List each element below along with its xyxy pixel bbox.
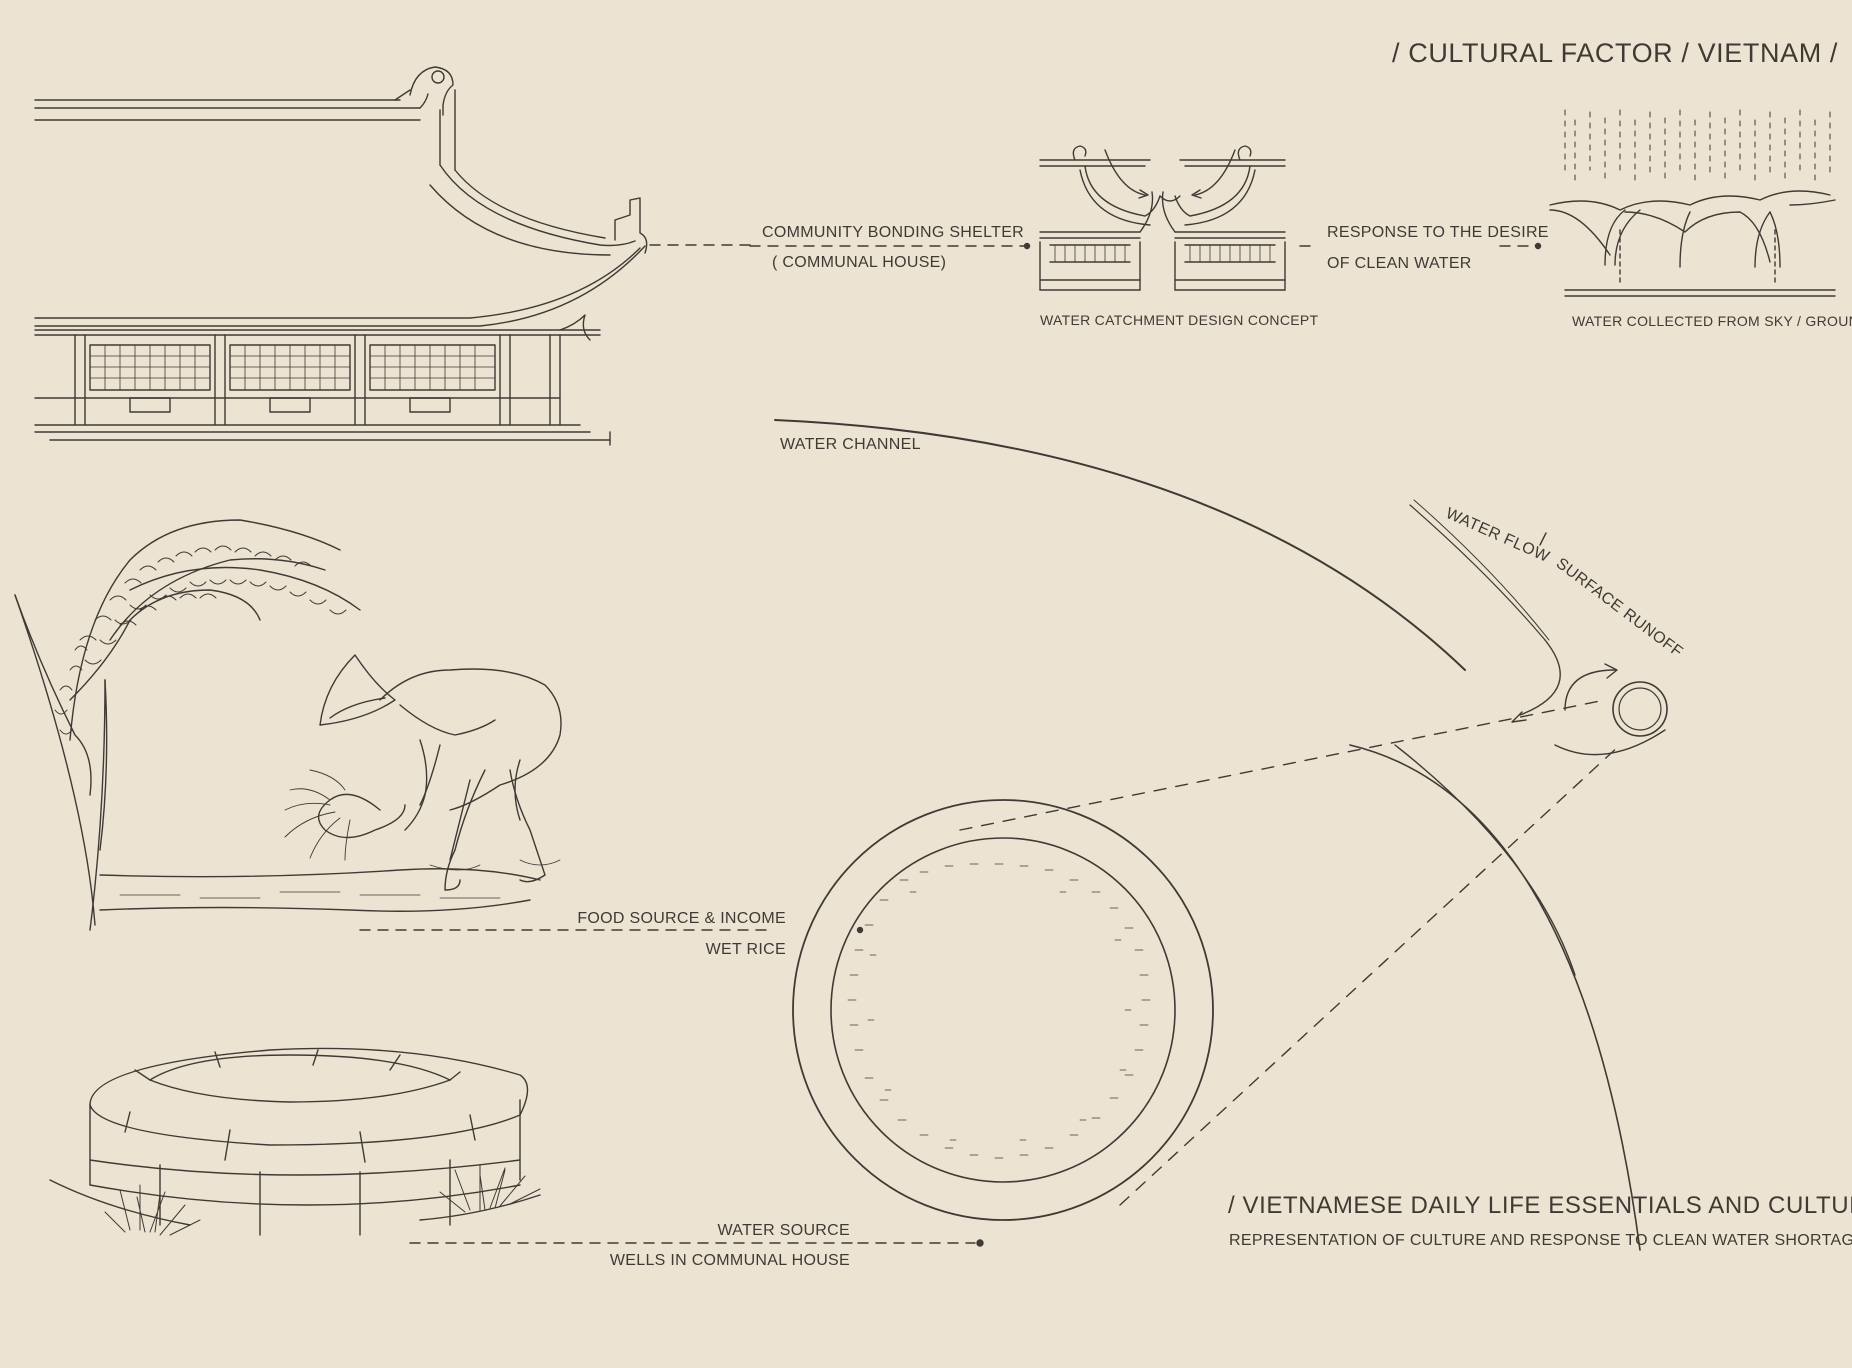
rice-farmer-drawing bbox=[100, 655, 561, 911]
label-food-source: FOOD SOURCE & INCOME bbox=[577, 910, 786, 928]
footer-subtitle: REPRESENTATION OF CULTURE AND RESPONSE T… bbox=[1229, 1232, 1852, 1250]
footer-title: / VIETNAMESE DAILY LIFE ESSENTIALS AND C… bbox=[1228, 1192, 1852, 1220]
label-response-desire: RESPONSE TO THE DESIRE bbox=[1327, 224, 1549, 242]
communal-house-drawing bbox=[35, 67, 647, 445]
rain-canopy-drawing bbox=[1550, 110, 1835, 296]
label-water-catchment: WATER CATCHMENT DESIGN CONCEPT bbox=[1040, 312, 1318, 328]
label-water-collected: WATER COLLECTED FROM SKY / GROUND bbox=[1572, 313, 1852, 329]
page-title: / CULTURAL FACTOR / VIETNAM / bbox=[1392, 38, 1838, 69]
label-water-channel: WATER CHANNEL bbox=[780, 436, 921, 454]
well-top-view-circle bbox=[793, 800, 1213, 1220]
rice-plant-drawing bbox=[15, 520, 360, 930]
label-clean-water: OF CLEAN WATER bbox=[1327, 255, 1472, 273]
water-channel-curve bbox=[775, 420, 1465, 670]
well-drawing bbox=[50, 1048, 540, 1235]
channel-pipe-icon bbox=[1613, 682, 1667, 736]
water-catchment-drawing bbox=[1040, 146, 1285, 290]
label-wells: WELLS IN COMMUNAL HOUSE bbox=[610, 1252, 850, 1270]
label-wet-rice: WET RICE bbox=[706, 941, 786, 959]
label-community-bonding: COMMUNITY BONDING SHELTER bbox=[762, 224, 1024, 242]
label-communal-house: ( COMMUNAL HOUSE) bbox=[772, 254, 946, 272]
label-water-source: WATER SOURCE bbox=[718, 1222, 851, 1240]
